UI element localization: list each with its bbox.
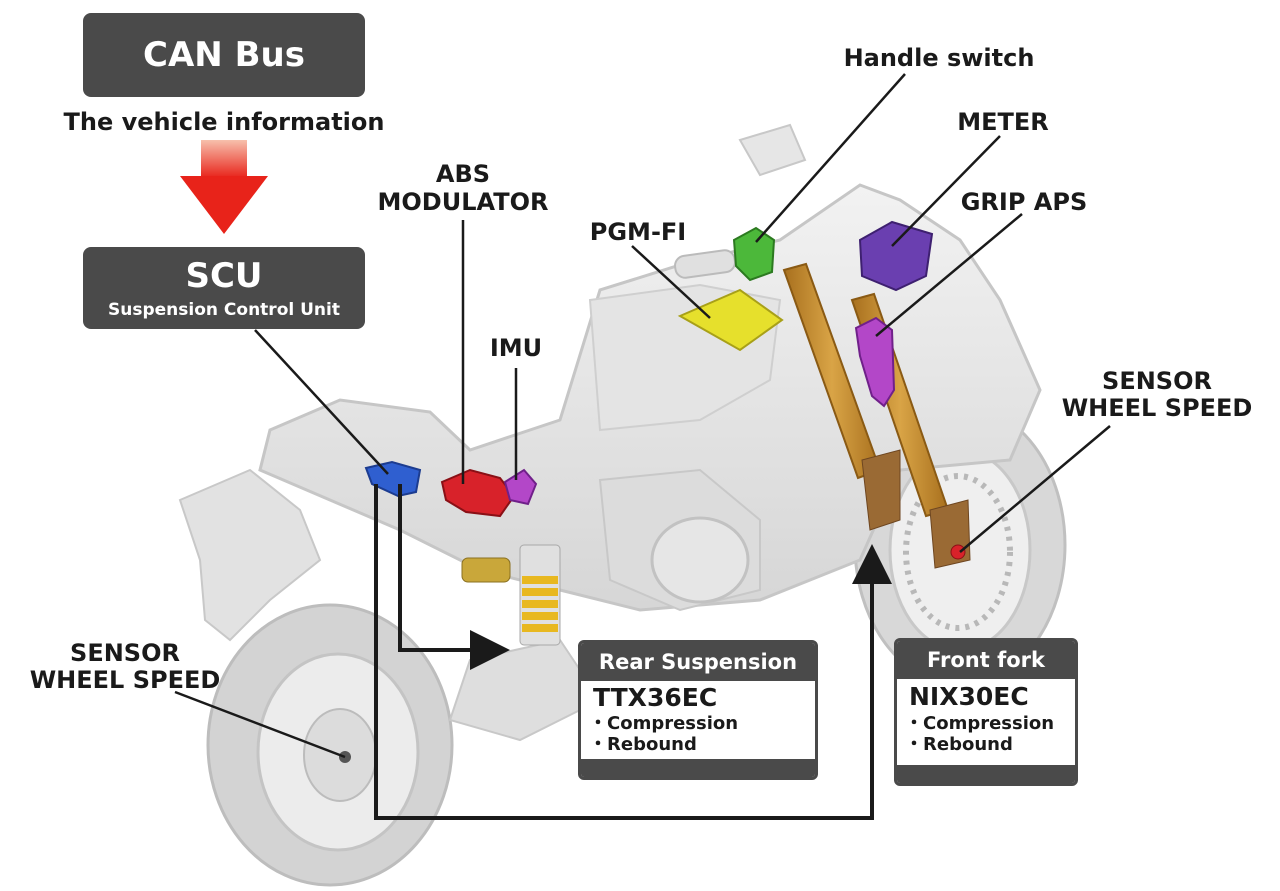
front-wheel-speed-sensor-label: SENSOR WHEEL SPEED: [1061, 367, 1253, 422]
meter-unit: [858, 220, 934, 292]
rear-wheel: [206, 603, 454, 887]
rear-suspension-box: Rear Suspension TTX36EC ・Compression ・Re…: [578, 640, 818, 780]
imu-unit: [503, 468, 538, 506]
imu-label: IMU: [489, 334, 543, 362]
rear-suspension-item: ・Compression: [589, 713, 739, 734]
front-wheel-speed-sensor: [950, 544, 966, 560]
rear-shock: [461, 544, 561, 646]
scu-control-arrows: [374, 484, 892, 820]
scu-box: SCU Suspension Control Unit: [83, 247, 365, 329]
front-fork-header: Front fork: [897, 641, 1075, 679]
front-fork-model: NIX30EC: [909, 682, 1029, 711]
rear-suspension-item: ・Rebound: [589, 734, 697, 755]
handle-switch-unit: [732, 226, 776, 282]
meter-label: METER: [957, 108, 1049, 136]
rear-wheel-speed-sensor-label: SENSOR WHEEL SPEED: [29, 639, 221, 694]
scu-subtitle: Suspension Control Unit: [108, 300, 340, 320]
rear-suspension-header: Rear Suspension: [581, 643, 815, 681]
leader-lines: [174, 73, 1111, 759]
grip-aps-label: GRIP APS: [960, 188, 1088, 216]
can-bus-box: CAN Bus: [83, 13, 365, 97]
front-fork-item: ・Rebound: [905, 734, 1013, 755]
rear-suspension-model: TTX36EC: [593, 683, 718, 712]
front-fork-box: Front fork NIX30EC ・Compression ・Rebound: [894, 638, 1078, 786]
pgm-fi-label: PGM-FI: [589, 218, 687, 246]
scu-unit: [364, 460, 422, 498]
can-to-scu-arrow: [180, 140, 268, 234]
abs-modulator-unit: [440, 468, 516, 518]
grip-aps-unit: [854, 316, 896, 408]
handle-switch-label: Handle switch: [843, 44, 1035, 72]
abs-modulator-label: ABS MODULATOR: [377, 160, 549, 216]
can-bus-title: CAN Bus: [143, 35, 305, 75]
vehicle-information-label: The vehicle information: [63, 108, 385, 136]
scu-title: SCU: [185, 256, 263, 296]
front-fork-item: ・Compression: [905, 713, 1055, 734]
pgm-fi-unit: [677, 288, 784, 352]
